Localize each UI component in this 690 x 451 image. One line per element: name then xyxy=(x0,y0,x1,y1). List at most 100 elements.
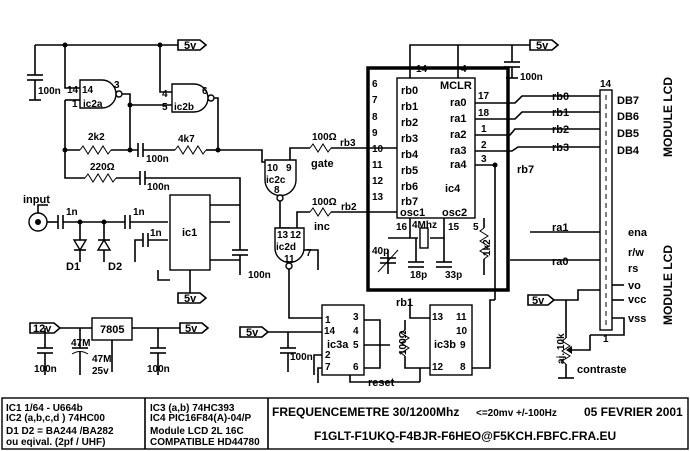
lcd-module: 14 1 DB7 DB6 DB5 DB4 ena r/w rs vo vcc v… xyxy=(590,77,675,345)
svg-text:rb3: rb3 xyxy=(340,138,356,149)
svg-text:rb1: rb1 xyxy=(401,101,418,113)
svg-text:ra0: ra0 xyxy=(450,97,467,109)
svg-text:13: 13 xyxy=(432,312,444,323)
svg-text:5v: 5v xyxy=(185,323,198,335)
svg-text:10: 10 xyxy=(267,163,279,174)
ic2a-gate: 14 14 1 ic2a 3 xyxy=(62,42,131,148)
svg-text:ic3b: ic3b xyxy=(434,339,456,351)
svg-text:ic4: ic4 xyxy=(445,183,461,195)
svg-text:IC1 1/64 - U664b: IC1 1/64 - U664b xyxy=(6,403,83,414)
svg-text:12: 12 xyxy=(290,230,302,241)
svg-text:1n: 1n xyxy=(150,228,162,239)
svg-text:5: 5 xyxy=(473,222,479,233)
svg-text:220Ω: 220Ω xyxy=(90,162,115,173)
svg-text:ra1: ra1 xyxy=(552,222,569,234)
svg-text:15: 15 xyxy=(448,222,460,233)
svg-text:ou eqival. (2pf / UHF): ou eqival. (2pf / UHF) xyxy=(6,437,105,448)
svg-text:DB7: DB7 xyxy=(617,95,639,107)
svg-text:rb2: rb2 xyxy=(552,124,569,136)
svg-text:3: 3 xyxy=(481,154,487,165)
svg-text:rb0: rb0 xyxy=(552,91,569,103)
svg-text:ic2d: ic2d xyxy=(276,242,296,253)
svg-text:7: 7 xyxy=(372,95,378,106)
svg-text:100n: 100n xyxy=(38,86,61,97)
svg-text:14: 14 xyxy=(324,326,336,337)
svg-text:DB6: DB6 xyxy=(617,111,639,123)
svg-text:12: 12 xyxy=(432,362,444,373)
pic-ic4: MCLR 6 rb0 7 rb1 8 rb2 9 rb3 10 rb4 11 r… xyxy=(366,39,560,292)
svg-text:F1GLT-F1UKQ-F4BJR-F6HEO@F5KCH.: F1GLT-F1UKQ-F4BJR-F6HEO@F5KCH.FBFC.FRA.E… xyxy=(314,429,616,443)
svg-text:100Ω: 100Ω xyxy=(398,330,409,355)
svg-text:7805: 7805 xyxy=(100,324,124,336)
svg-text:33p: 33p xyxy=(445,270,462,281)
svg-text:3: 3 xyxy=(353,312,359,323)
svg-text:1n: 1n xyxy=(66,207,78,218)
svg-text:5v: 5v xyxy=(184,40,197,52)
svg-text:9: 9 xyxy=(372,128,378,139)
svg-text:100Ω: 100Ω xyxy=(312,197,337,208)
pic-to-lcd-bus: rb7 rb0 rb1 rb2 rb3 ra1 ra0 xyxy=(475,91,600,300)
svg-text:7: 7 xyxy=(306,248,312,259)
svg-text:18p: 18p xyxy=(410,270,427,281)
svg-text:100n: 100n xyxy=(520,72,543,83)
svg-text:100n: 100n xyxy=(147,182,170,193)
svg-text:9: 9 xyxy=(286,163,292,174)
svg-text:ra3: ra3 xyxy=(450,145,467,157)
svg-text:D1 D2 = BA244 /BA282: D1 D2 = BA244 /BA282 xyxy=(6,426,114,437)
svg-text:100n: 100n xyxy=(146,154,169,165)
svg-text:rb4: rb4 xyxy=(401,149,419,161)
svg-text:rb3: rb3 xyxy=(401,133,418,145)
title-block: IC1 1/64 - U664b IC2 (a,b,c,d ) 74HC00 D… xyxy=(1,397,689,450)
svg-text:ic1: ic1 xyxy=(182,227,197,239)
svg-text:1: 1 xyxy=(325,315,331,326)
svg-text:rb2: rb2 xyxy=(401,117,418,129)
svg-text:rb7: rb7 xyxy=(401,196,418,208)
svg-text:4: 4 xyxy=(353,326,359,337)
svg-text:1: 1 xyxy=(72,99,78,110)
svg-text:osc1: osc1 xyxy=(400,207,425,219)
svg-text:13: 13 xyxy=(277,230,289,241)
input-section: input 1n 1n D1 D2 1n xyxy=(23,194,168,273)
svg-text:vo: vo xyxy=(628,280,641,292)
svg-text:rs: rs xyxy=(628,263,638,275)
svg-text:100Ω: 100Ω xyxy=(312,132,337,143)
svg-text:47M: 47M xyxy=(92,354,111,365)
svg-text:vcc: vcc xyxy=(628,294,646,306)
svg-text:2: 2 xyxy=(481,140,487,151)
svg-text:MCLR: MCLR xyxy=(440,80,472,92)
svg-text:5v: 5v xyxy=(184,293,197,305)
ic2c-gate: 10 9 ic2c 8 100Ω rb3 gate xyxy=(264,132,368,229)
svg-text:ic2c: ic2c xyxy=(266,175,286,186)
svg-text:100n: 100n xyxy=(147,364,170,375)
svg-text:inc: inc xyxy=(314,221,330,233)
svg-text:ic2b: ic2b xyxy=(174,102,194,113)
svg-text:rb6: rb6 xyxy=(401,181,418,193)
ic3b-chip: ic3b 13 12 11 10 9 8 rb1 100Ω xyxy=(396,297,495,382)
svg-text:5: 5 xyxy=(353,340,359,351)
svg-text:1: 1 xyxy=(481,124,487,135)
svg-text:11: 11 xyxy=(456,312,467,323)
svg-text:5v: 5v xyxy=(532,295,545,307)
svg-text:rb1: rb1 xyxy=(552,107,569,119)
ic1-chip: ic1 100n 5v xyxy=(157,194,271,305)
svg-text:100n: 100n xyxy=(34,364,57,375)
svg-text:8: 8 xyxy=(274,185,280,196)
svg-text:4Mhz: 4Mhz xyxy=(412,220,437,231)
svg-text:contraste: contraste xyxy=(577,364,627,376)
svg-text:9: 9 xyxy=(460,340,466,351)
svg-text:IC3 (a,b) 74HC393: IC3 (a,b) 74HC393 xyxy=(150,403,235,414)
svg-text:100n: 100n xyxy=(290,352,313,363)
svg-text:input: input xyxy=(23,194,50,206)
svg-text:2: 2 xyxy=(325,350,331,361)
svg-text:25v: 25v xyxy=(92,366,109,377)
ic2b-gate: 4 5 ic2b 6 xyxy=(127,42,219,150)
svg-text:16: 16 xyxy=(396,222,408,233)
svg-text:vss: vss xyxy=(628,313,646,325)
svg-text:D1: D1 xyxy=(66,261,80,273)
svg-text:FREQUENCEMETRE 30/1200Mhz: FREQUENCEMETRE 30/1200Mhz xyxy=(272,405,459,419)
svg-text:1n: 1n xyxy=(133,207,145,218)
svg-text:14: 14 xyxy=(600,79,612,90)
svg-text:100n: 100n xyxy=(248,270,271,281)
svg-text:4k7: 4k7 xyxy=(178,134,195,145)
svg-text:47M: 47M xyxy=(71,338,90,349)
